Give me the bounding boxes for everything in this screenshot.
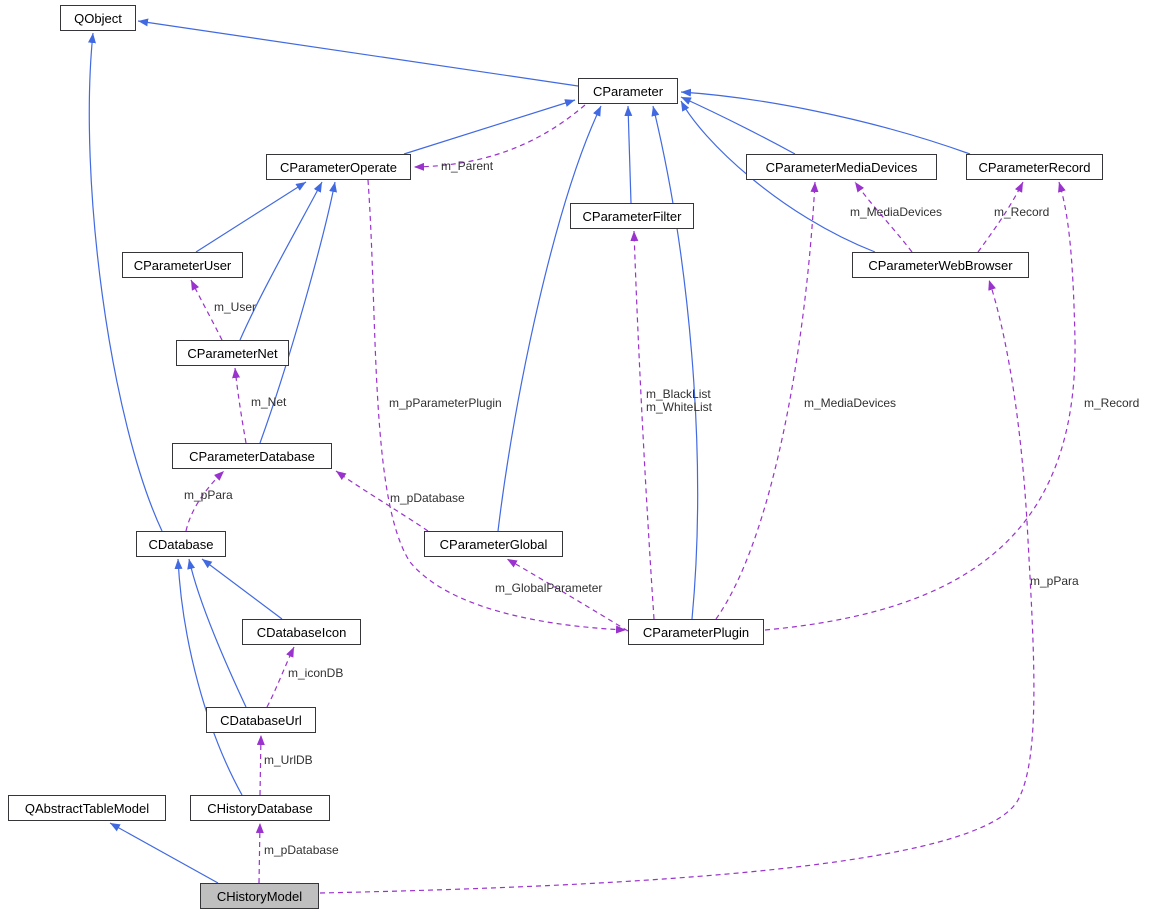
edge-cparameterplugin-cparameterrecord: [764, 181, 1076, 631]
edge-label-m-pparameterplugin: m_pParameterPlugin: [389, 396, 502, 410]
edge-cparametermediadevices-cparameter: [680, 96, 796, 155]
node-cparameternet[interactable]: CParameterNet: [176, 340, 289, 366]
edge-label-m-ppara: m_pPara: [1030, 574, 1079, 588]
edge-label-m-record: m_Record: [1084, 396, 1140, 410]
edge-cparameterplugin-cparameterfilter: [630, 230, 655, 620]
edge-cparameterdatabase-cparameteroperate: [259, 181, 337, 444]
edge-cparameterrecord-cparameter: [680, 88, 971, 155]
edge-cparameter-cparameteroperate: [413, 104, 586, 171]
edge-cparameterwebbrowser-cparameterrecord: [977, 181, 1024, 253]
node-cdatabaseicon[interactable]: CDatabaseIcon: [242, 619, 361, 645]
edge-label-m-parent: m_Parent: [441, 159, 494, 173]
node-cparameterglobal[interactable]: CParameterGlobal: [424, 531, 563, 557]
node-cdatabase[interactable]: CDatabase: [136, 531, 226, 557]
edge-label-m-urldb: m_UrlDB: [264, 753, 313, 767]
edge-cdatabaseurl-cdatabase: [187, 558, 247, 708]
edge-cparameterplugin-cparameterglobal: [506, 558, 629, 632]
edge-label-m-user: m_User: [214, 300, 257, 314]
edge-cparameterplugin-cparametermediadevices: [715, 181, 819, 620]
edge-chistorymodel-qabstracttablemodel: [109, 822, 219, 884]
node-cparameterrecord[interactable]: CParameterRecord: [966, 154, 1103, 180]
node-cparameterplugin[interactable]: CParameterPlugin: [628, 619, 764, 645]
edge-label-m-icondb: m_iconDB: [288, 666, 344, 680]
edge-cparameterplugin-cparameter: [651, 105, 699, 620]
edge-label-m-blacklist-m-whitelist: m_BlackList m_WhiteList: [646, 387, 713, 414]
edge-label-m-ppara: m_pPara: [184, 488, 233, 502]
node-cdatabaseurl[interactable]: CDatabaseUrl: [206, 707, 316, 733]
edge-chistorydatabase-cdatabase: [174, 558, 243, 796]
edge-label-m-record: m_Record: [994, 205, 1050, 219]
node-qobject[interactable]: QObject: [60, 5, 136, 31]
edge-cdatabaseicon-cdatabase: [201, 558, 283, 620]
node-cparameteroperate[interactable]: CParameterOperate: [266, 154, 411, 180]
edge-label-m-mediadevices: m_MediaDevices: [850, 205, 943, 219]
edge-chistorymodel-cparameterwebbrowser: [319, 279, 1035, 894]
edge-label-m-net: m_Net: [251, 395, 287, 409]
edge-cparameterglobal-cparameter: [497, 105, 602, 532]
edge-cdatabase-qobject: [88, 32, 163, 532]
edge-cparameteruser-cparameteroperate: [195, 181, 307, 253]
edge-chistorydatabase-cdatabaseurl: [256, 734, 265, 796]
edge-cparameterwebbrowser-cparametermediadevices: [854, 181, 913, 253]
edge-cparameterfilter-cparameter: [624, 105, 633, 204]
edge-cdatabase-cparameterdatabase: [185, 470, 225, 532]
edge-cparameteroperate-cparameter: [403, 99, 576, 155]
edge-label-m-globalparameter: m_GlobalParameter: [495, 581, 603, 595]
node-cparameter[interactable]: CParameter: [578, 78, 678, 104]
edge-cparameterdatabase-cparameternet: [232, 367, 247, 444]
node-qabstracttablemodel[interactable]: QAbstractTableModel: [8, 795, 166, 821]
edge-cparameternet-cparameteroperate: [239, 181, 323, 341]
edge-cparameterglobal-cparameterdatabase: [335, 470, 429, 532]
edge-cparameter-qobject: [137, 18, 579, 87]
edge-label-m-mediadevices: m_MediaDevices: [804, 396, 897, 410]
node-cparametermediadevices[interactable]: CParameterMediaDevices: [746, 154, 937, 180]
node-chistorymodel: CHistoryModel: [200, 883, 319, 909]
node-cparameterwebbrowser[interactable]: CParameterWebBrowser: [852, 252, 1029, 278]
node-cparameterfilter[interactable]: CParameterFilter: [570, 203, 694, 229]
node-cparameteruser[interactable]: CParameterUser: [122, 252, 243, 278]
node-cparameterdatabase[interactable]: CParameterDatabase: [172, 443, 332, 469]
node-chistorydatabase[interactable]: CHistoryDatabase: [190, 795, 330, 821]
edge-label-m-pdatabase: m_pDatabase: [390, 491, 465, 505]
edge-label-m-pdatabase: m_pDatabase: [264, 843, 339, 857]
edge-chistorymodel-chistorydatabase: [255, 822, 264, 884]
